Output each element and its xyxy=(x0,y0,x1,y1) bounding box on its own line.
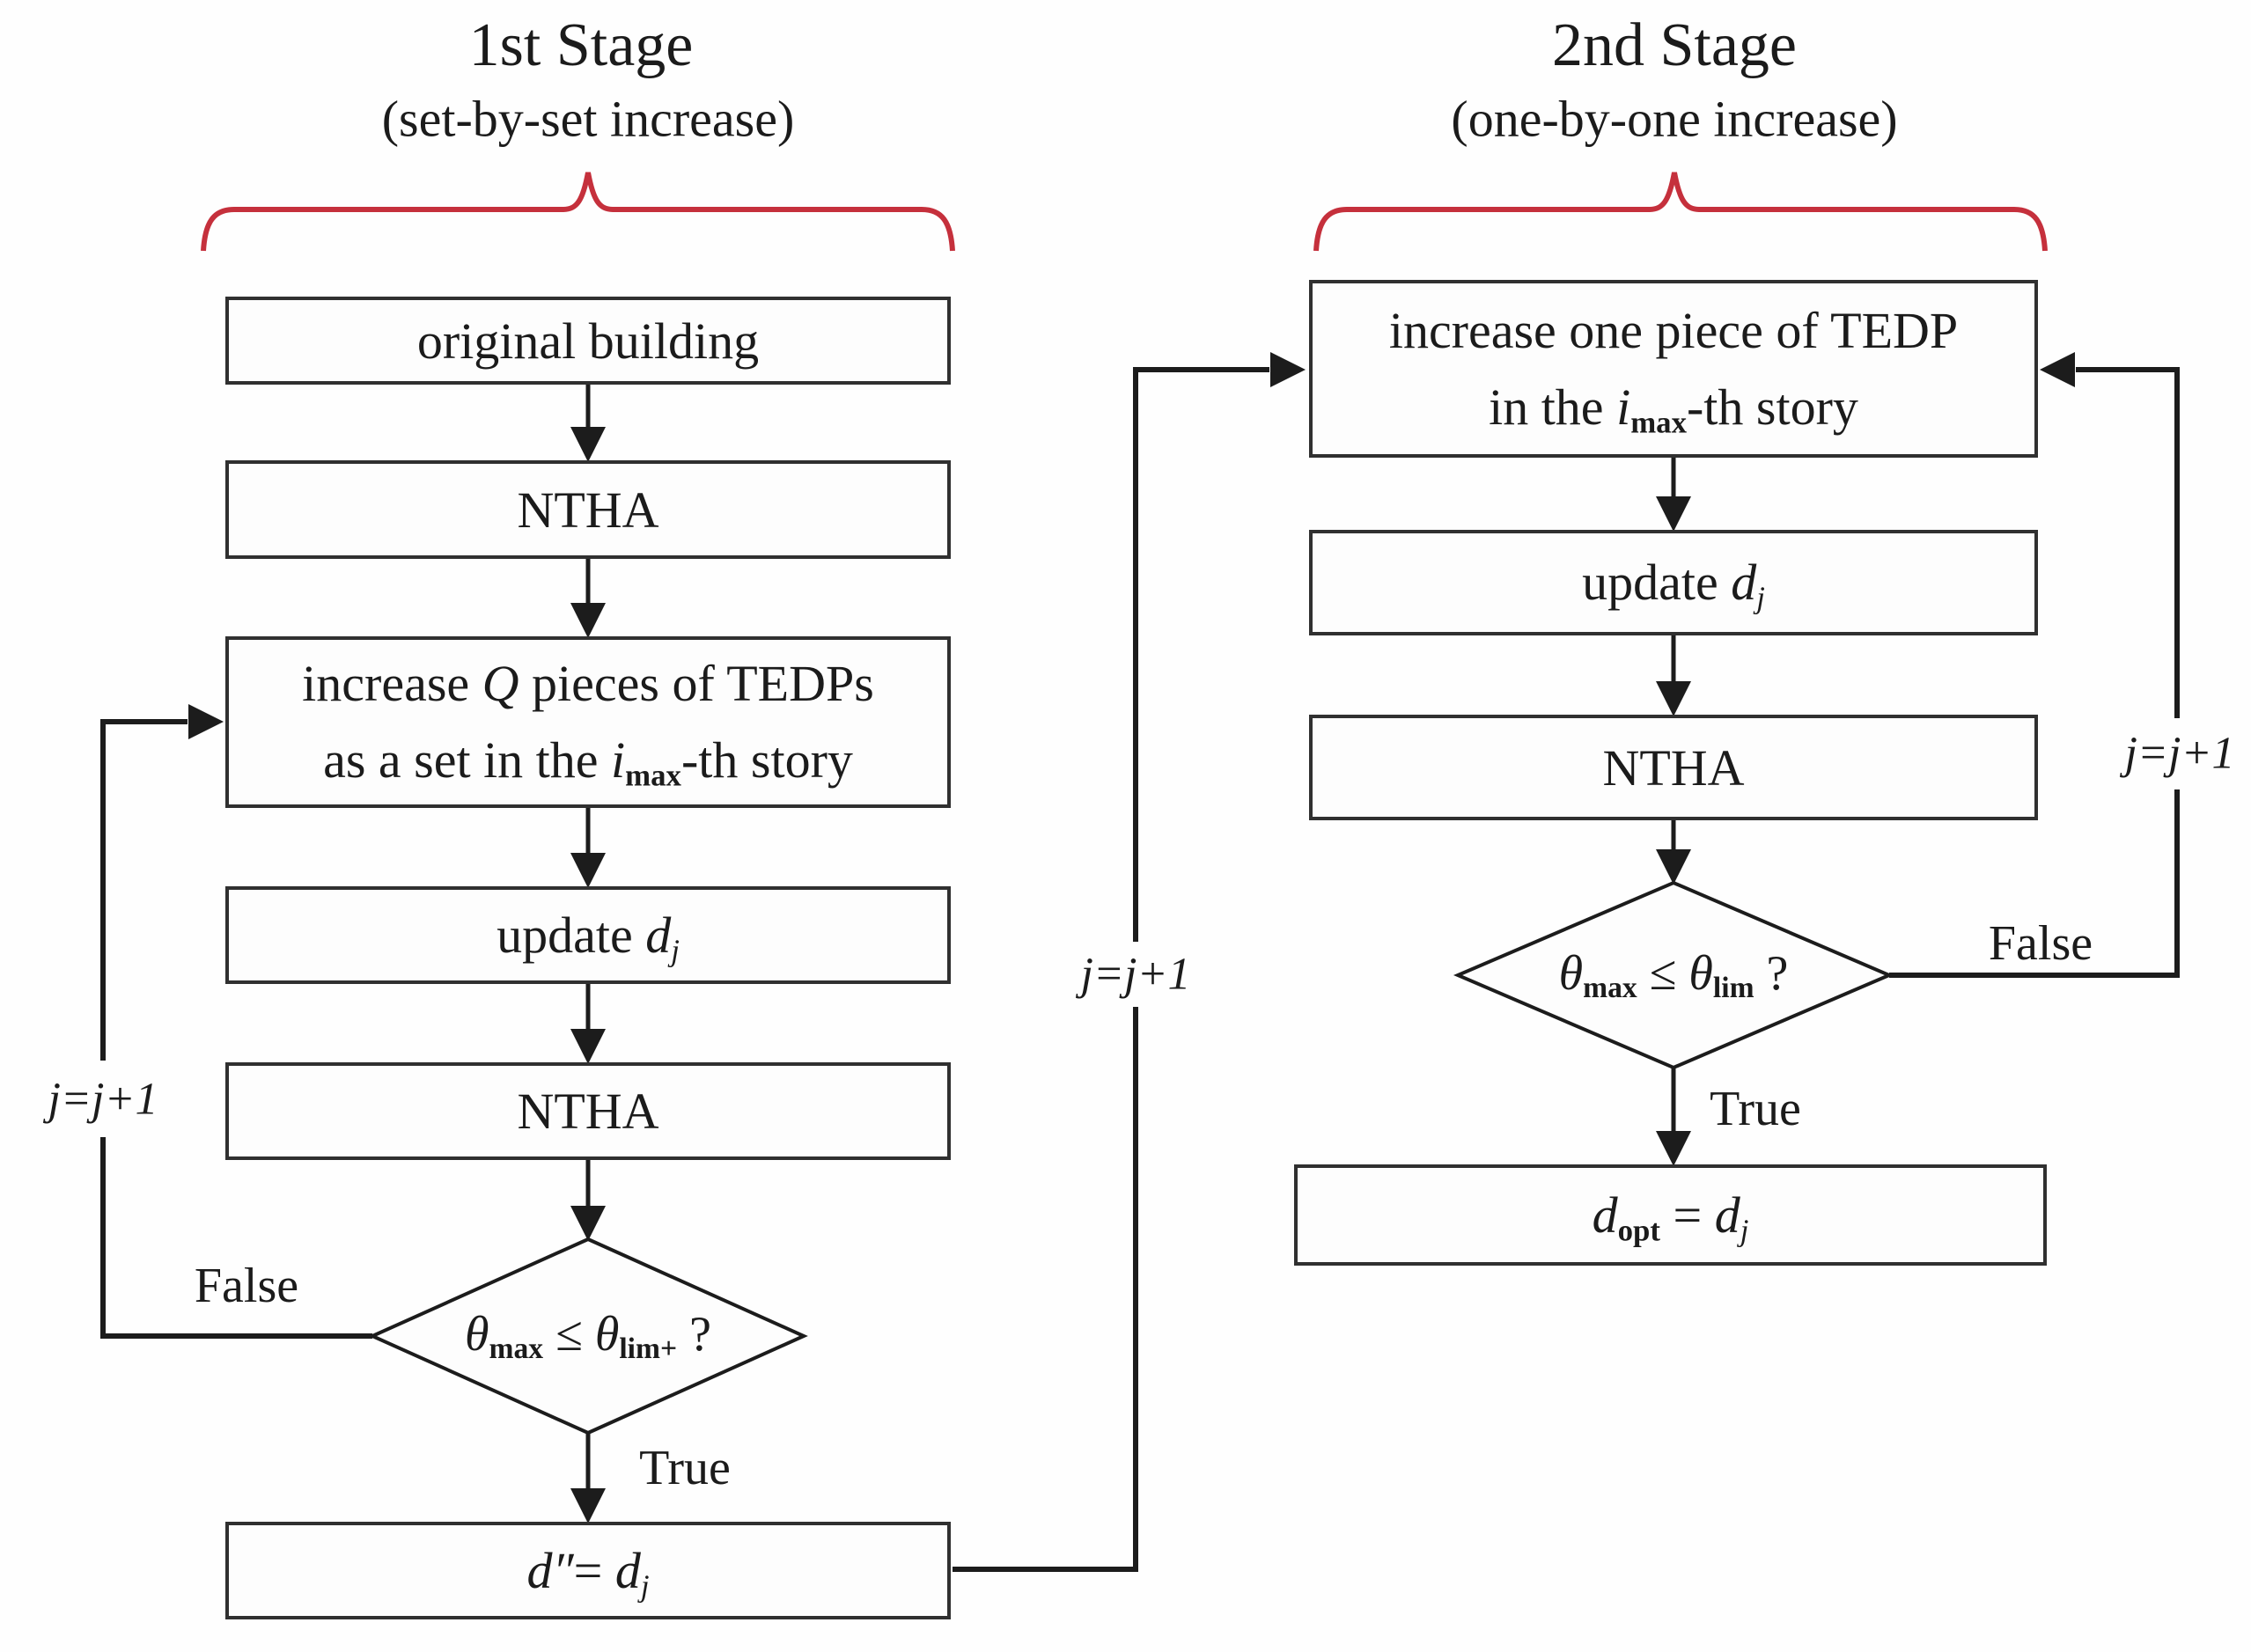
stage2-true-label: True xyxy=(1710,1082,1801,1136)
box-label: dopt = dj xyxy=(1592,1186,1749,1248)
stage1-false-loop xyxy=(100,719,372,1339)
stage1-title: 1st Stage xyxy=(468,11,694,79)
box-label: original building xyxy=(416,312,760,370)
box-label-line1: increase one piece of TEDP xyxy=(1388,301,1959,359)
box-label-line1: increase Q pieces of TEDPs xyxy=(302,655,874,713)
stage2-false-loop xyxy=(1889,367,2180,978)
stage2-false-label: False xyxy=(1988,916,2093,971)
box-label: d″= dj xyxy=(526,1541,650,1604)
stage2-box-ntha: NTHA xyxy=(1309,715,2038,820)
box-label: NTHA xyxy=(517,1083,659,1140)
box-label-line2: in the imax-th story xyxy=(1489,378,1858,440)
stage2-box-result: dopt = dj xyxy=(1294,1164,2047,1266)
box-label: NTHA xyxy=(1602,738,1745,797)
stage1-decision-diamond xyxy=(368,1237,808,1435)
stage2-brace xyxy=(1313,172,2048,252)
stage2-loop-counter-label: j=j+1 xyxy=(2124,728,2235,779)
stage1-loop-arrowhead xyxy=(188,704,224,739)
box-label: update dj xyxy=(1582,554,1765,615)
stage1-to-stage2-counter-label: j=j+1 xyxy=(1080,949,1191,1000)
stage1-box-ntha-2: NTHA xyxy=(225,1062,951,1160)
box-label: NTHA xyxy=(517,481,659,539)
stage1-arrowheads xyxy=(570,427,606,1524)
stage1-box-ntha-1: NTHA xyxy=(225,460,951,559)
stage1-box-original-building: original building xyxy=(225,297,951,385)
stage1-brace xyxy=(201,172,955,252)
stage2-subtitle: (one-by-one increase) xyxy=(1451,90,1898,148)
stage1-true-label: True xyxy=(639,1441,731,1495)
stage2-title: 2nd Stage xyxy=(1551,11,1798,79)
stage1-loop-counter-label: j=j+1 xyxy=(48,1074,158,1125)
stage1-subtitle: (set-by-set increase) xyxy=(381,90,795,148)
stage2-arrowheads xyxy=(1656,496,1691,1166)
stage2-loop-arrowhead xyxy=(2040,352,2075,387)
box-label-line2: as a set in the imax-th story xyxy=(323,731,853,793)
stage2-box-increase-tedp: increase one piece of TEDP in the imax-t… xyxy=(1309,280,2038,458)
stage2-entry-arrowhead xyxy=(1270,352,1306,387)
stage1-box-increase-tedps: increase Q pieces of TEDPs as a set in t… xyxy=(225,636,951,808)
stage2-decision-label: θmax ≤ θlim ? xyxy=(1558,945,1789,1005)
stage2-box-update-dj: update dj xyxy=(1309,530,2038,635)
stage1-box-update-dj: update dj xyxy=(225,886,951,984)
stage2-decision-diamond xyxy=(1453,880,1894,1070)
stage1-box-result: d″= dj xyxy=(225,1522,951,1619)
box-label: update dj xyxy=(497,906,680,968)
stage1-false-label: False xyxy=(194,1259,299,1313)
stage1-decision-label: θmax ≤ θlim+ ? xyxy=(465,1306,711,1366)
stage1-to-stage2-connector xyxy=(953,367,1269,1572)
